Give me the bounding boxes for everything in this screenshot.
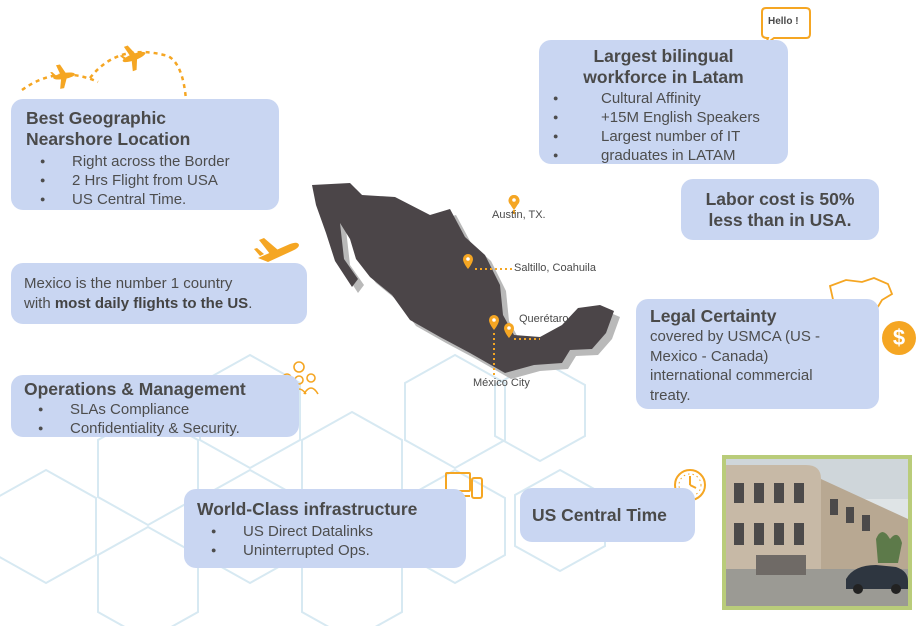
bilingual-workforce-card: Largest bilingual workforce in Latam Cul… (539, 40, 788, 165)
city-label-austin: Austin, TX. (492, 209, 546, 221)
flights-text-line2: with most daily flights to the US. (24, 294, 253, 312)
geographic-location-card: Best Geographic Nearshore Location Right… (11, 99, 279, 210)
operations-management-card: Operations & Management SLAs Compliance … (11, 375, 299, 438)
city-label-saltillo: Saltillo, Coahuila (514, 262, 596, 274)
list-item: Largest number of IT (539, 127, 788, 146)
speech-bubble-icon (761, 7, 811, 46)
labor-line2: less than in USA. (708, 210, 852, 230)
geographic-title-line1: Best Geographic (26, 108, 167, 128)
infrastructure-title: World-Class infrastructure (197, 499, 418, 519)
legal-line: international commercial (650, 367, 813, 384)
daily-flights-card: Mexico is the number 1 country with most… (11, 263, 307, 324)
labor-cost-card: Labor cost is 50% less than in USA. (681, 179, 879, 240)
legal-title: Legal Certainty (650, 306, 777, 326)
office-building-photo (722, 455, 912, 610)
bilingual-title-line2: workforce in Latam (583, 67, 744, 87)
city-label-mexico-city: México City (473, 377, 530, 389)
city-label-queretaro: Querétaro (519, 313, 569, 325)
operations-title: Operations & Management (24, 379, 246, 399)
bilingual-title-line1: Largest bilingual (593, 46, 734, 66)
geographic-list: Right across the Border 2 Hrs Flight fro… (26, 152, 279, 209)
legal-line: Mexico - Canada) (650, 347, 769, 365)
dollar-coin-icon: $ (882, 321, 916, 355)
list-item: US Direct Datalinks (197, 522, 466, 541)
list-item-continued: graduates in LATAM (539, 146, 788, 165)
list-item: +15M English Speakers (539, 108, 788, 127)
list-item: SLAs Compliance (24, 400, 299, 419)
list-item: 2 Hrs Flight from USA (26, 171, 279, 190)
list-item: US Central Time. (26, 190, 279, 209)
infrastructure-card: World-Class infrastructure US Direct Dat… (184, 489, 466, 568)
legal-certainty-card: Legal Certainty covered by USMCA (US - M… (636, 299, 879, 409)
list-item: Uninterrupted Ops. (197, 541, 466, 560)
speech-bubble-text: Hello ! (768, 16, 799, 27)
central-time-title: US Central Time (532, 505, 667, 525)
labor-line1: Labor cost is 50% (705, 189, 855, 209)
central-time-card: US Central Time (520, 488, 695, 542)
infrastructure-list: US Direct Datalinks Uninterrupted Ops. (197, 522, 466, 560)
mexico-map (312, 183, 620, 379)
flights-highlight: most daily flights to the US (54, 294, 249, 312)
flights-text-line1: Mexico is the number 1 country (24, 275, 233, 292)
legal-line: treaty. (650, 386, 691, 404)
list-item: Confidentiality & Security. (24, 419, 299, 438)
operations-list: SLAs Compliance Confidentiality & Securi… (24, 400, 299, 438)
flight-path-planes-icon (21, 45, 188, 101)
legal-line: covered by USMCA (US - (650, 328, 821, 345)
list-item: Cultural Affinity (539, 89, 788, 108)
list-item: Right across the Border (26, 152, 279, 171)
bilingual-list: Cultural Affinity +15M English Speakers … (539, 89, 788, 165)
geographic-title-line2: Nearshore Location (26, 129, 191, 149)
